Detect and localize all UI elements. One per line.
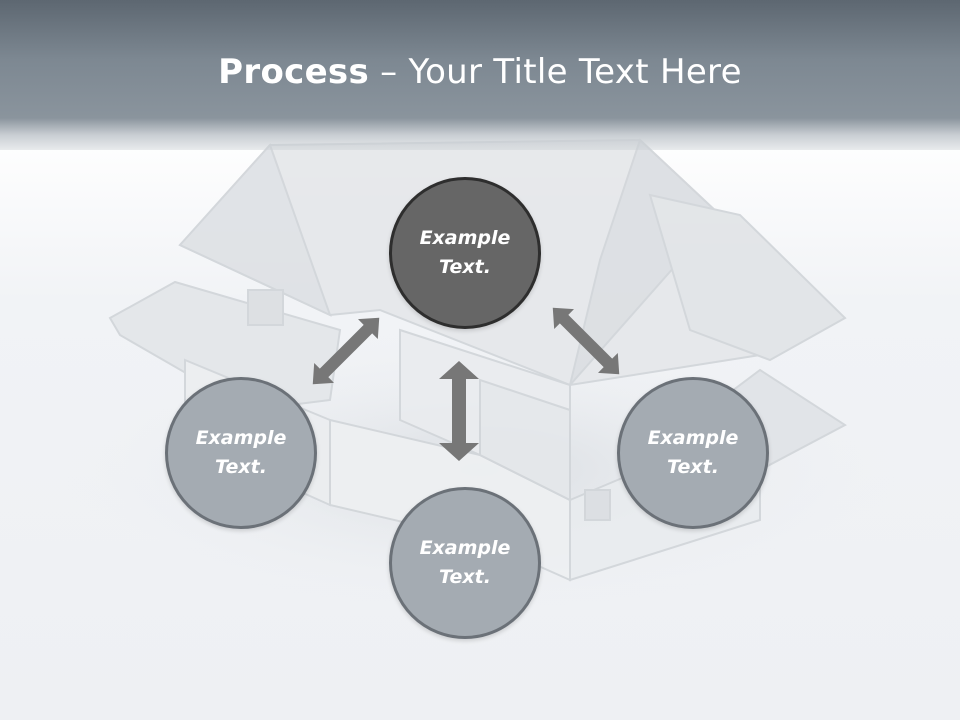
- title-rest: – Your Title Text Here: [369, 52, 742, 92]
- node-text-line2: Text.: [667, 456, 719, 478]
- node-text-line2: Text.: [439, 256, 491, 278]
- process-node-left: Example Text.: [165, 377, 317, 529]
- page-title: Process – Your Title Text Here: [0, 52, 960, 92]
- title-bold: Process: [218, 52, 370, 92]
- process-node-bottom: Example Text.: [389, 487, 541, 639]
- node-text-line1: Example: [419, 537, 511, 559]
- header-band: [0, 0, 960, 150]
- double-arrow-icon-right: [552, 307, 620, 375]
- node-text-line2: Text.: [439, 566, 491, 588]
- double-arrow-icon-vertical: [439, 361, 479, 461]
- node-text-line1: Example: [419, 227, 511, 249]
- process-node-center: Example Text.: [389, 177, 541, 329]
- node-text-line1: Example: [647, 427, 739, 449]
- process-node-right: Example Text.: [617, 377, 769, 529]
- double-arrow-icon-left: [312, 317, 380, 385]
- node-text-line2: Text.: [215, 456, 267, 478]
- node-text-line1: Example: [195, 427, 287, 449]
